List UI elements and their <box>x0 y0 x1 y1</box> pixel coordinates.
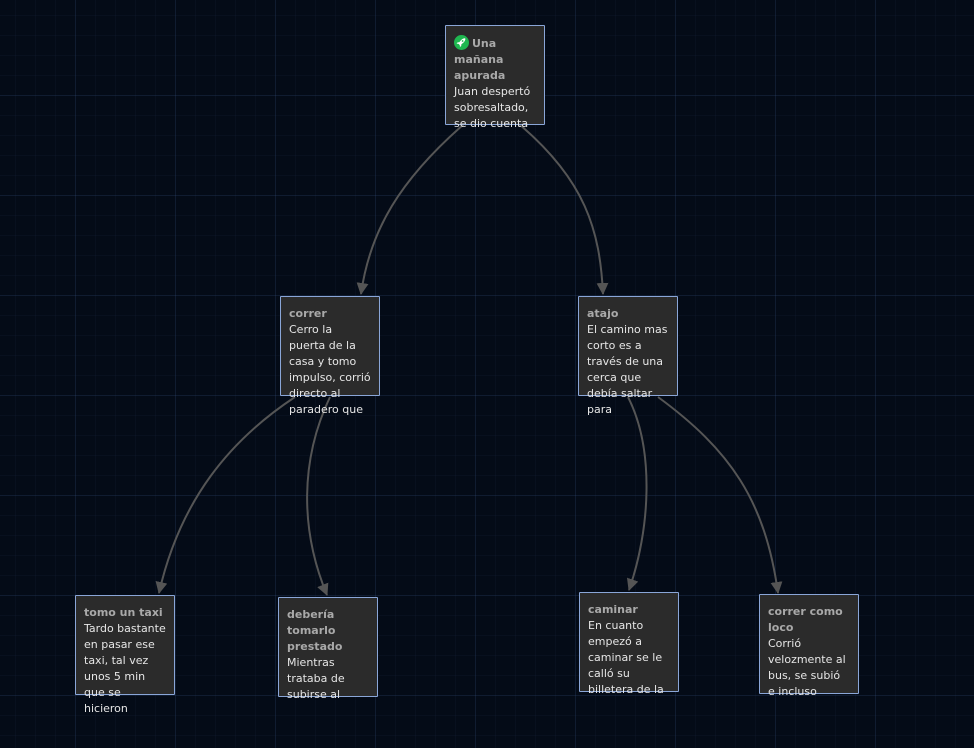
node-title: tomo un taxi <box>84 606 163 619</box>
node-title: debería tomarlo prestado <box>287 608 343 653</box>
node-text: Corrió velozmente al bus, se subió e inc… <box>768 637 846 698</box>
node-title: atajo <box>587 307 619 320</box>
node-text: Tardo bastante en pasar ese taxi, tal ve… <box>84 622 166 715</box>
node-deberia-tomarlo-prestado[interactable]: debería tomarlo prestado Mientras tratab… <box>278 597 378 701</box>
edge-correr-to-prestado <box>306 396 331 596</box>
node-text: El camino mas corto es a través de una c… <box>587 323 668 416</box>
node-correr[interactable]: correr Cerro la puerta de la casa y tomo… <box>280 296 380 416</box>
node-caminar[interactable]: caminar En cuanto empezó a caminar se le… <box>579 592 679 696</box>
edge-start-to-atajo <box>518 123 609 295</box>
node-title: correr <box>289 307 327 320</box>
node-tomo-un-taxi[interactable]: tomo un taxi Tardo bastante en pasar ese… <box>75 595 175 715</box>
node-correr-como-loco[interactable]: correr como loco Corrió velozmente al bu… <box>759 594 859 698</box>
node-text: Mientras trataba de subirse al <box>287 656 345 701</box>
node-una-manana-apurada[interactable]: Una mañana apurada Juan despertó sobresa… <box>445 25 545 130</box>
edge-atajo-to-caminar <box>626 396 648 591</box>
node-title: caminar <box>588 603 638 616</box>
node-atajo[interactable]: atajo El camino mas corto es a través de… <box>578 296 678 416</box>
rocket-icon <box>454 35 469 50</box>
edge-atajo-to-loco <box>657 396 783 594</box>
node-title: correr como loco <box>768 605 843 634</box>
node-text: En cuanto empezó a caminar se le calló s… <box>588 619 664 696</box>
node-title: Una mañana apurada <box>454 37 506 82</box>
node-text: Juan despertó sobresaltado, se dio cuent… <box>454 85 531 130</box>
node-text: Cerro la puerta de la casa y tomo impuls… <box>289 323 371 416</box>
edge-start-to-correr <box>356 123 465 295</box>
edge-correr-to-taxi <box>155 396 296 594</box>
